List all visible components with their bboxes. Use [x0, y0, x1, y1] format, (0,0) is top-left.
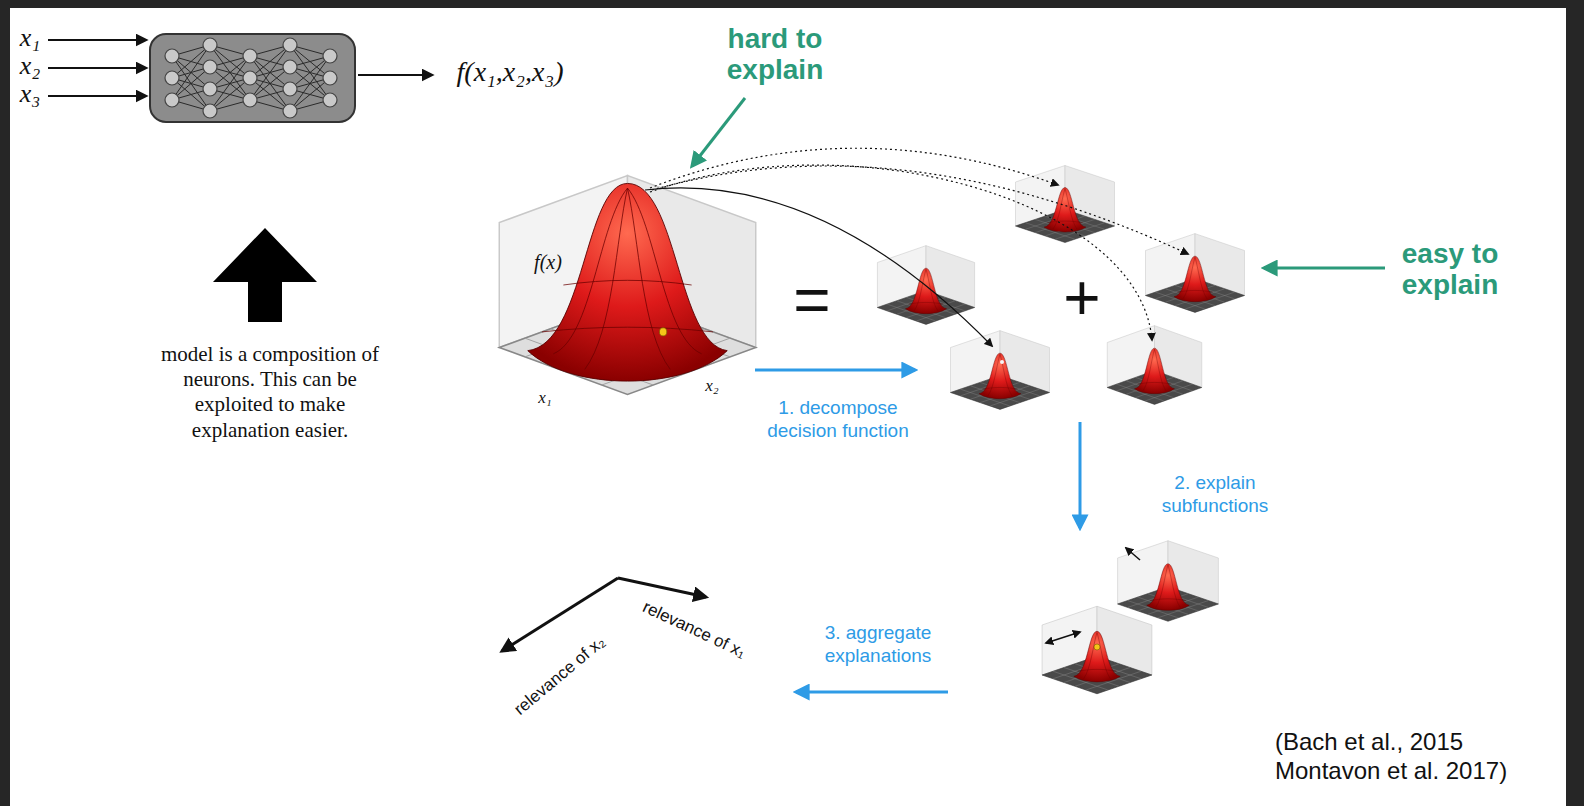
callout-text: hard to explain [705, 24, 845, 86]
output-label: f(x₁,x₂,x₃) [457, 55, 564, 89]
step-label: 3. aggregate explanations [803, 622, 953, 668]
axis-label: relevance of x₂ [510, 632, 609, 720]
operator-sign: = [793, 262, 830, 339]
axis-label: x₂ [705, 376, 718, 396]
caption-note: model is a composition of neurons. This … [154, 342, 386, 443]
citation: (Bach et al., 2015 Montavon et al. 2017) [1275, 728, 1555, 786]
input-label: x₃ [20, 78, 41, 109]
step-label: 1. decompose decision function [753, 397, 923, 443]
callout-text: easy to explain [1380, 239, 1520, 301]
input-label: x₁ [20, 22, 41, 53]
axis-label: f(x) [534, 250, 562, 274]
axis-label: relevance of x₁ [639, 597, 749, 663]
step-label: 2. explain subfunctions [1145, 472, 1285, 518]
axis-label: x₁ [538, 388, 551, 408]
input-label: x₂ [20, 50, 41, 81]
operator-sign: + [1063, 260, 1100, 337]
